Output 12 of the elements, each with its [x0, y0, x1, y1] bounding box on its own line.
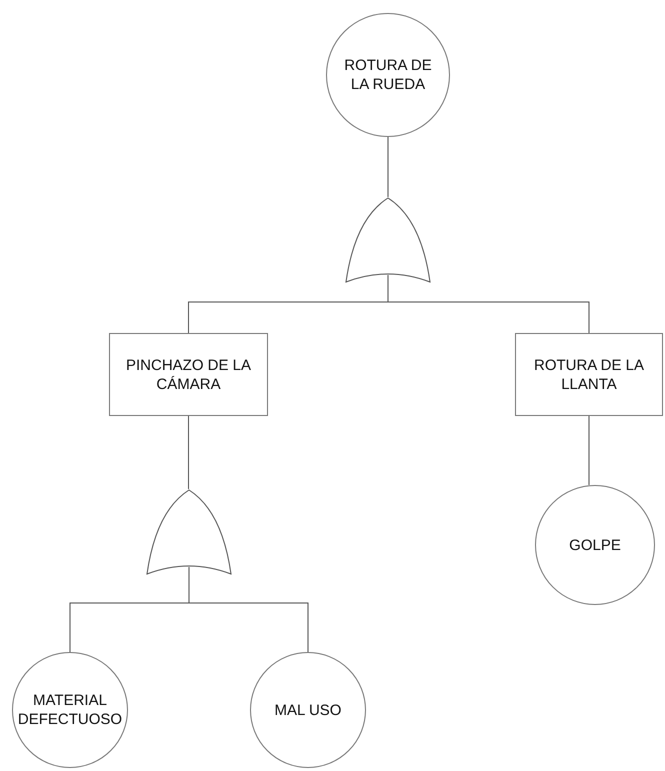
event-box: [109, 333, 268, 416]
event-label: ROTURA DE LA RUEDA: [343, 56, 433, 94]
event-label: MATERIAL DEFECTUOSO: [16, 691, 124, 729]
connector-line: [588, 416, 590, 486]
event-label: GOLPE: [569, 536, 621, 554]
connector-line: [188, 416, 189, 490]
event-label: ROTURA DE LA LLANTA: [532, 356, 646, 394]
event-label: PINCHAZO DE LA CÁMARA: [124, 356, 252, 394]
or-gate: [345, 197, 431, 283]
event-label: MAL USO: [274, 700, 342, 720]
or-gate: [146, 489, 232, 575]
event-box: [515, 333, 663, 416]
